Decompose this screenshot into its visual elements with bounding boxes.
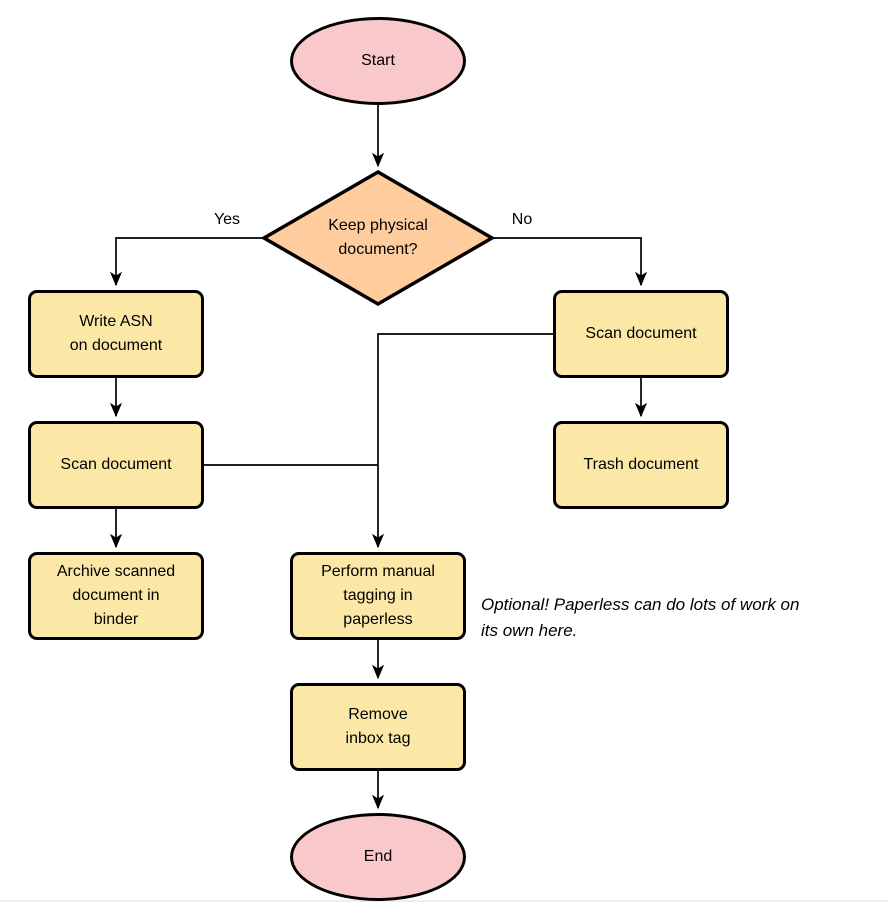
node-label: Keep physical document?	[328, 217, 428, 258]
node-label: Write ASN on document	[69, 313, 163, 354]
bottom-divider	[0, 900, 888, 902]
node-label: Scan document	[60, 456, 172, 473]
node-label: Archive scanned document in binder	[56, 563, 176, 628]
edge-label-no: No	[511, 211, 533, 228]
node-decision: Keep physical document?	[290, 200, 466, 276]
node-scan-document-right: Scan document	[553, 290, 729, 378]
node-label: End	[363, 848, 393, 865]
edge-decision-scanright	[494, 237, 641, 285]
node-remove-inbox-tag: Remove inbox tag	[290, 683, 466, 771]
node-label: Start	[361, 52, 395, 69]
edge-decision-writeasn	[116, 237, 262, 285]
decision-diamond	[260, 169, 496, 307]
edge-label-yes: Yes	[213, 211, 241, 228]
node-trash-document: Trash document	[553, 421, 729, 509]
node-start: Start	[290, 17, 466, 105]
node-label: Trash document	[583, 456, 699, 473]
node-scan-document-left: Scan document	[28, 421, 204, 509]
node-manual-tagging: Perform manual tagging in paperless	[290, 552, 466, 640]
node-decision-shape	[260, 169, 496, 307]
optional-note: Optional! Paperless can do lots of work …	[481, 595, 800, 640]
node-label: Remove inbox tag	[345, 706, 411, 747]
node-write-asn: Write ASN on document	[28, 290, 204, 378]
node-label: Scan document	[585, 325, 697, 342]
node-end: End	[290, 813, 466, 901]
node-archive-binder: Archive scanned document in binder	[28, 552, 204, 640]
node-label: Perform manual tagging in paperless	[321, 563, 435, 628]
edge-scanright-tagging	[378, 333, 553, 547]
